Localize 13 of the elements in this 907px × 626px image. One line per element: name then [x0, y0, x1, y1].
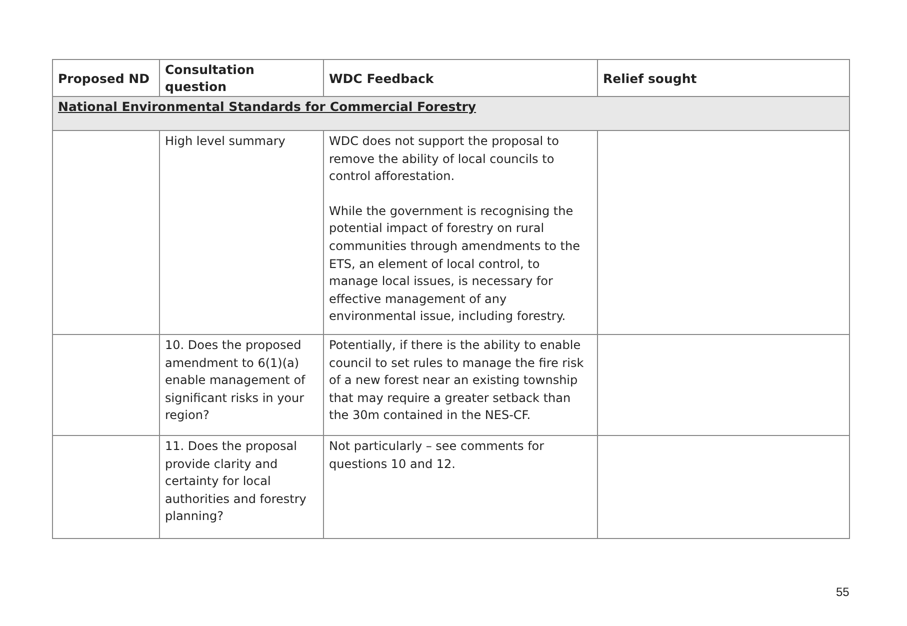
question-text: High level summary	[165, 133, 286, 150]
column-header: Consultation question	[160, 60, 324, 96]
column-header: WDC Feedback	[324, 60, 598, 96]
page-number: 55	[836, 585, 850, 599]
feedback-text: While the government is recognising the potential impact of forestry on rural communities through amendments to the ETS, an element of local control, to manage local issues, is necessary for effective management of any environmental issue, including forestry.	[329, 202, 581, 326]
question-text: 11. Does the proposal provide clarity and certainty for local authorities and forestry planning?	[165, 438, 308, 526]
column-header: Proposed ND	[52, 60, 160, 96]
section-heading: National Environmental Standards for Commercial Forestry	[58, 99, 476, 114]
feedback-text: Not particularly – see comments for questions 10 and 12.	[329, 438, 546, 473]
feedback-text: WDC does not support the proposal to remove the ability of local councils to control afforestation.	[329, 133, 560, 186]
column-header: Relief sought	[598, 60, 850, 96]
question-text: 10. Does the proposed amendment to 6(1)(a) enable management of significant risks in your region?	[165, 337, 306, 424]
feedback-text: Potentially, if there is the ability to enable council to set rules to manage the fire risk of a new forest near an existing township that may require a greater setback than the 30m contained in the NES-CF.	[329, 337, 585, 424]
